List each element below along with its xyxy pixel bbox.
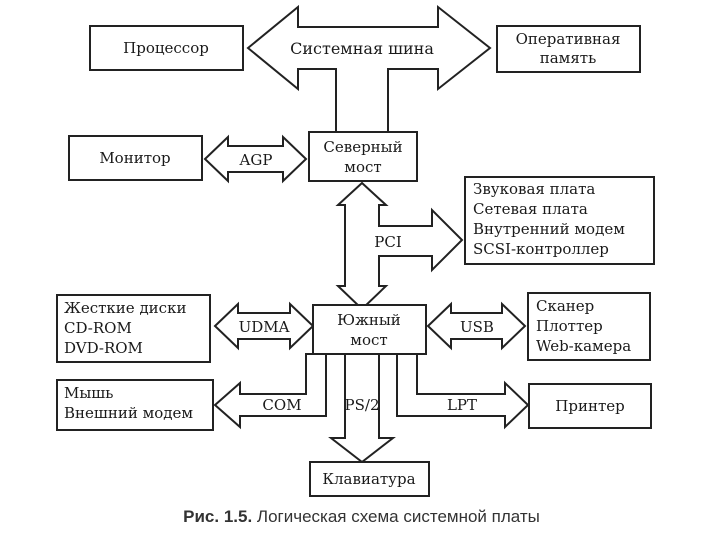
keyboard-label: Клавиатура xyxy=(322,470,415,488)
printer-box: Принтер xyxy=(528,383,652,429)
usb-device-2: Плоттер xyxy=(536,317,603,335)
pci-arrow xyxy=(335,181,464,311)
pci-device-3: Внутренний модем xyxy=(473,220,625,238)
ram-label-line-2: память xyxy=(540,49,597,67)
disks-line-1: Жесткие диски xyxy=(64,299,186,317)
usb-device-1: Сканер xyxy=(536,297,594,315)
serial-device-1: Мышь xyxy=(64,384,113,402)
pci-devices-box: Звуковая плата Сетевая плата Внутренний … xyxy=(464,176,655,265)
udma-label: UDMA xyxy=(239,318,290,336)
north-bridge-box: Северный мост xyxy=(308,131,418,182)
pci-device-2: Сетевая плата xyxy=(473,200,588,218)
usb-device-3: Web-камера xyxy=(536,337,631,355)
com-arrow xyxy=(213,353,327,430)
agp-label: AGP xyxy=(239,151,273,169)
south-bridge-box: Южный мост xyxy=(312,304,427,355)
serial-devices-box: Мышь Внешний модем xyxy=(56,379,214,431)
monitor-box: Монитор xyxy=(68,135,203,181)
serial-device-2: Внешний модем xyxy=(64,404,193,422)
ps2-label: PS/2 xyxy=(345,396,380,414)
ram-box: Оперативная память xyxy=(496,25,641,73)
pci-device-1: Звуковая плата xyxy=(473,180,595,198)
system-bus-label: Системная шина xyxy=(290,39,434,58)
figure-caption: Рис. 1.5. Логическая схема системной пла… xyxy=(0,507,723,527)
lpt-arrow xyxy=(396,353,530,430)
disks-line-2: CD-ROM xyxy=(64,319,132,337)
figure-number: Рис. 1.5. xyxy=(183,507,253,526)
lpt-label: LPT xyxy=(447,396,477,414)
usb-devices-box: Сканер Плоттер Web-камера xyxy=(527,292,651,361)
figure-caption-text: Логическая схема системной платы xyxy=(256,507,540,526)
processor-label: Процессор xyxy=(123,39,209,57)
south-bridge-label-line-2: мост xyxy=(350,331,387,349)
pci-device-4: SCSI-контроллер xyxy=(473,240,609,258)
north-bridge-label-line-1: Северный xyxy=(323,138,402,156)
printer-label: Принтер xyxy=(555,397,624,415)
ps2-arrow xyxy=(328,353,396,464)
agp-arrow xyxy=(203,134,308,184)
pci-label: PCI xyxy=(374,233,402,251)
ram-label-line-1: Оперативная xyxy=(516,30,621,48)
usb-arrow xyxy=(426,301,527,351)
disks-line-3: DVD-ROM xyxy=(64,339,143,357)
north-bridge-label-line-2: мост xyxy=(344,158,381,176)
processor-box: Процессор xyxy=(89,25,244,71)
disks-box: Жесткие диски CD-ROM DVD-ROM xyxy=(56,294,211,363)
monitor-label: Монитор xyxy=(99,149,170,167)
system-bus-arrow xyxy=(246,4,492,133)
keyboard-box: Клавиатура xyxy=(309,461,430,497)
usb-label: USB xyxy=(460,318,494,336)
south-bridge-label-line-1: Южный xyxy=(337,311,401,329)
com-label: COM xyxy=(262,396,301,414)
